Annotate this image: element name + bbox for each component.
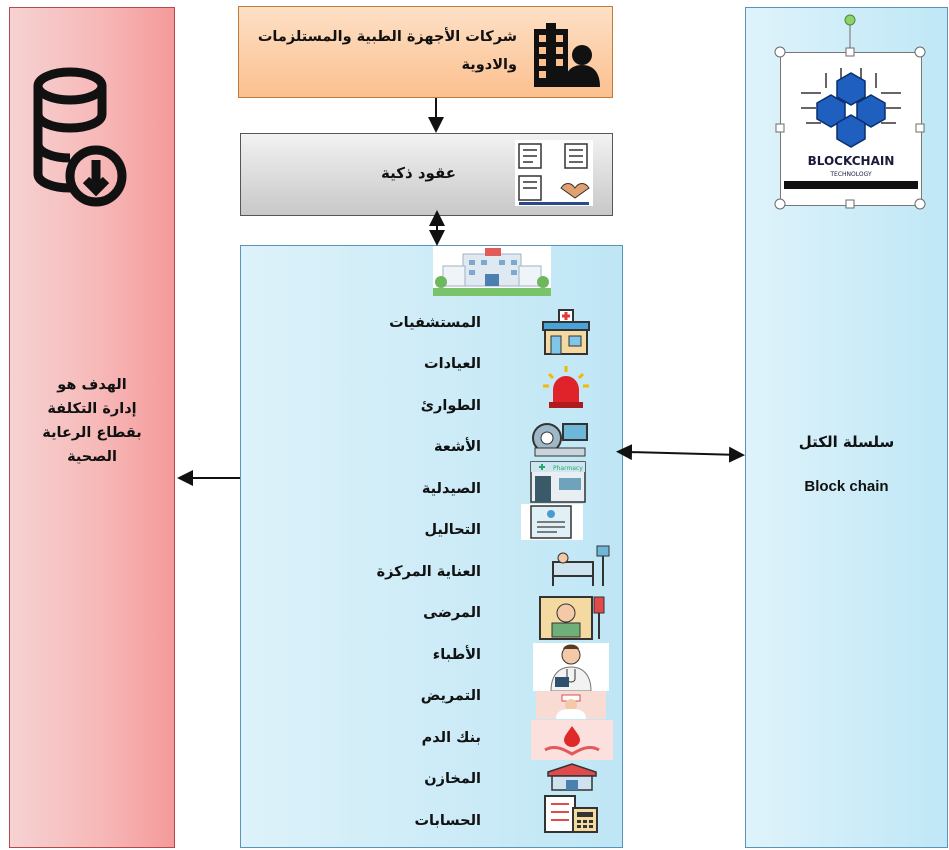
smart-contracts-text: عقود ذكية xyxy=(381,164,457,182)
arrow-units-blockchain xyxy=(616,444,745,463)
medical-companies-text: شركات الأجهزة الطبية والمستلزمات والادوي… xyxy=(257,29,517,73)
item-warehouses: المخازن xyxy=(424,771,481,787)
patient-icon xyxy=(539,596,605,640)
database-download-icon xyxy=(33,67,127,207)
item-hospitals: المستشفيات xyxy=(389,315,481,331)
medical-companies-box: شركات الأجهزة الطبية والمستلزمات والادوي… xyxy=(238,6,613,98)
item-nursing: التمريض xyxy=(420,688,481,704)
goal-line-4: الصحية xyxy=(67,449,117,465)
healthcare-units-panel: المستشفيات العيادات الطوارئ الأشعة الصيد… xyxy=(240,245,623,848)
hospital-store-icon xyxy=(542,309,590,355)
smart-contracts-box: عقود ذكية xyxy=(240,133,613,216)
item-pharmacy: الصيدلية xyxy=(421,481,481,497)
blood-bank-icon xyxy=(531,720,613,760)
goal-text: الهدف هو إدارة التكلفة بقطاع الرعاية الص… xyxy=(10,373,174,469)
blockchain-logo-icon: BLOCKCHAIN TECHNOLOGY xyxy=(784,57,918,189)
icu-bed-icon xyxy=(552,545,610,586)
blockchain-label-en: Block chain xyxy=(804,478,889,495)
item-blood-bank: بنك الدم xyxy=(421,730,481,746)
blockchain-panel: BLOCKCHAIN TECHNOLOGY سلسلة الكتل Block … xyxy=(745,7,948,848)
blockchain-label-ar: سلسلة الكتل xyxy=(798,433,895,451)
selection-handles[interactable] xyxy=(746,8,949,218)
svg-text:Pharmacy: Pharmacy xyxy=(553,465,583,472)
company-building-icon xyxy=(534,23,600,87)
doctor-icon xyxy=(533,643,609,691)
nurse-icon xyxy=(536,691,606,719)
goal-panel: الهدف هو إدارة التكلفة بقطاع الرعاية الص… xyxy=(9,7,175,848)
siren-icon xyxy=(543,366,589,408)
item-accounts: الحسابات xyxy=(414,813,481,829)
contracts-icon xyxy=(515,140,593,206)
accounting-icon xyxy=(544,795,598,833)
lab-report-icon xyxy=(521,504,583,540)
item-emergency: الطوارئ xyxy=(420,398,481,414)
logo-subtext: TECHNOLOGY xyxy=(829,171,872,178)
warehouse-icon xyxy=(547,763,597,791)
goal-line-3: بقطاع الرعاية xyxy=(42,425,142,441)
hospital-building-icon xyxy=(433,246,551,296)
goal-line-1: الهدف هو xyxy=(57,377,127,393)
item-doctors: الأطباء xyxy=(432,647,481,663)
pharmacy-icon: Pharmacy xyxy=(530,461,586,503)
logo-text: BLOCKCHAIN xyxy=(808,154,895,168)
goal-line-2: إدارة التكلفة xyxy=(47,401,137,417)
item-icu: العناية المركزة xyxy=(376,564,481,580)
xray-machine-icon xyxy=(532,423,588,457)
item-radiology: الأشعة xyxy=(433,439,481,455)
item-lab-tests: التحاليل xyxy=(424,522,481,538)
item-patients: المرضى xyxy=(423,605,481,621)
item-clinics: العيادات xyxy=(424,356,481,372)
